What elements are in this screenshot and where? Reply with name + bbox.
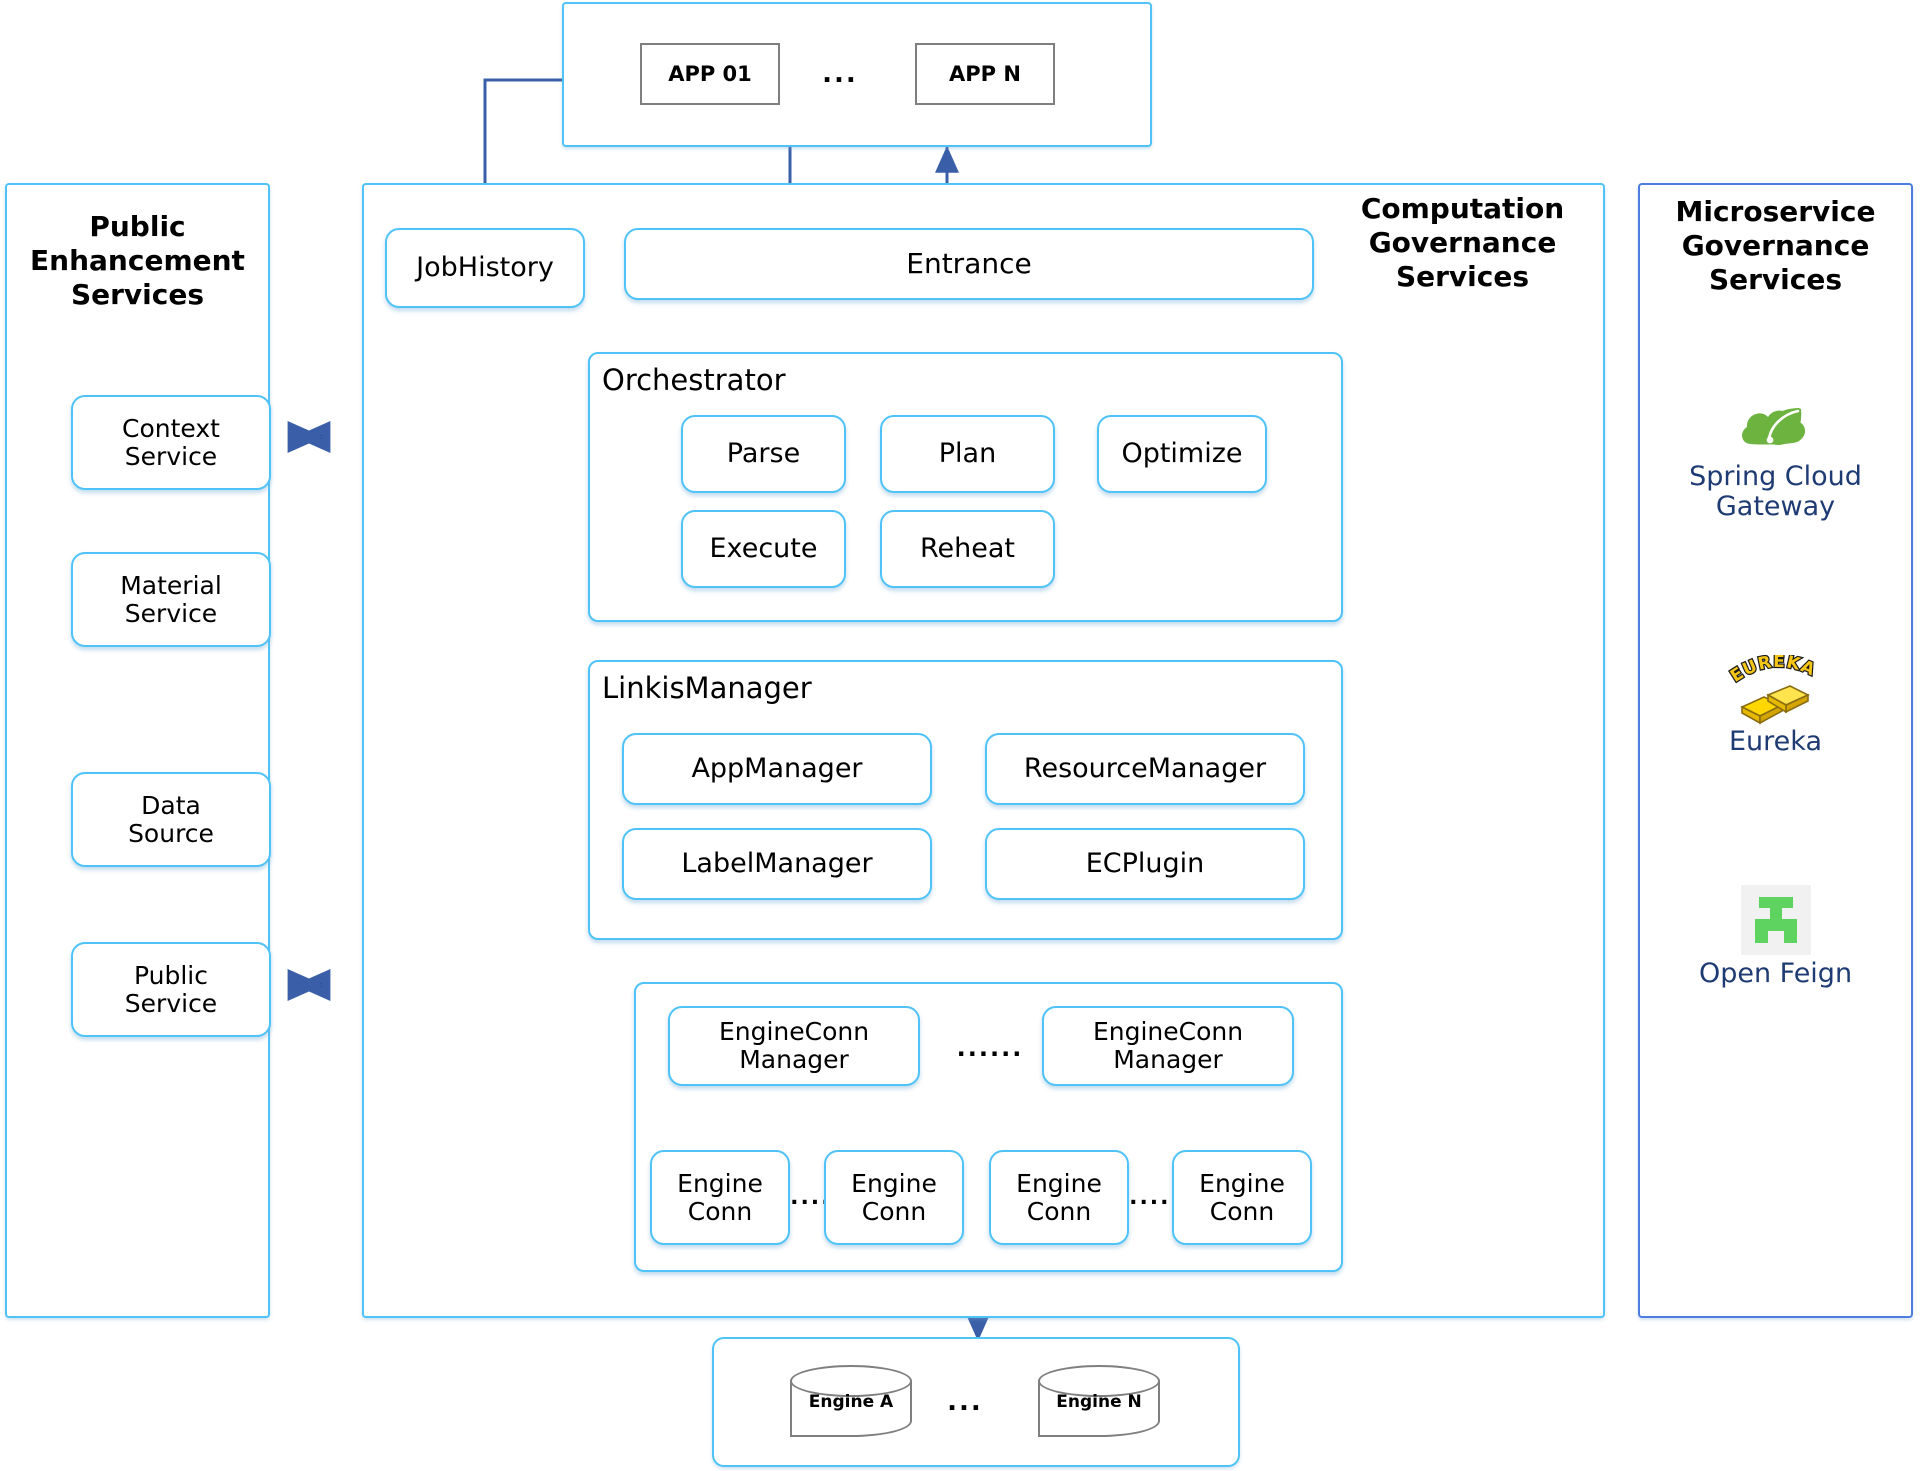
orchestrator-stage-optimize[interactable]: Optimize — [1097, 415, 1267, 493]
orchestrator-stage-parse[interactable]: Parse — [681, 415, 846, 493]
linkismanager-module-labelmanager[interactable]: LabelManager — [622, 828, 932, 900]
public-enhancement-services-title: Public Enhancement Services — [30, 210, 245, 312]
linkismanager-module-appmanager[interactable]: AppManager — [622, 733, 932, 805]
engine-a-label: Engine A — [808, 1392, 894, 1412]
service-box-material-service[interactable]: Material Service — [71, 552, 271, 647]
svg-text:EUREKA: EUREKA — [1726, 655, 1818, 687]
microservice-component-spring-cloud-gateway[interactable]: Spring Cloud Gateway — [1638, 400, 1913, 522]
linkismanager-module-resourcemanager[interactable]: ResourceManager — [985, 733, 1305, 805]
orchestrator-stage-execute[interactable]: Execute — [681, 510, 846, 588]
microservice-component-eureka[interactable]: EUREKA Eureka — [1638, 655, 1913, 757]
orchestrator-stage-reheat[interactable]: Reheat — [880, 510, 1055, 588]
app-box-n-label: APP N — [949, 62, 1021, 86]
public-enhancement-services-panel — [5, 183, 270, 1318]
engineconn-3[interactable]: Engine Conn — [989, 1150, 1129, 1245]
app-ellipsis: ... — [822, 59, 858, 89]
engineconn-manager-ellipsis: ...... — [956, 1034, 1024, 1062]
linkismanager-module-ecplugin[interactable]: ECPlugin — [985, 828, 1305, 900]
microservice-governance-services-panel — [1638, 183, 1913, 1318]
engine-n-cylinder-top — [1038, 1365, 1160, 1397]
engineconn-ellipsis-right: ..... — [1129, 1184, 1181, 1210]
engine-n-cylinder[interactable]: Engine N — [1038, 1365, 1160, 1437]
microservice-component-open-feign[interactable]: Open Feign — [1638, 885, 1913, 989]
orchestrator-label: Orchestrator — [602, 363, 786, 397]
entrance-box[interactable]: Entrance — [624, 228, 1314, 300]
engine-a-cylinder[interactable]: Engine A — [790, 1365, 912, 1437]
open-feign-icon — [1638, 885, 1913, 955]
engineconn-2[interactable]: Engine Conn — [824, 1150, 964, 1245]
computation-governance-services-title: Computation Governance Services — [1360, 192, 1565, 294]
service-box-data-source[interactable]: Data Source — [71, 772, 271, 867]
app-box-n[interactable]: APP N — [915, 43, 1055, 105]
engine-a-cylinder-top — [790, 1365, 912, 1397]
app-box-01[interactable]: APP 01 — [640, 43, 780, 105]
engineconn-manager-1[interactable]: EngineConn Manager — [668, 1006, 920, 1086]
spring-cloud-icon — [1638, 400, 1913, 458]
eureka-label: Eureka — [1729, 726, 1822, 757]
engineconn-manager-2[interactable]: EngineConn Manager — [1042, 1006, 1294, 1086]
engine-n-label: Engine N — [1056, 1392, 1142, 1412]
app-box-01-label: APP 01 — [668, 62, 752, 86]
open-feign-label: Open Feign — [1698, 958, 1853, 989]
engineconn-4[interactable]: Engine Conn — [1172, 1150, 1312, 1245]
service-box-public-service[interactable]: Public Service — [71, 942, 271, 1037]
linkismanager-label: LinkisManager — [602, 671, 812, 705]
engines-ellipsis: ... — [947, 1387, 983, 1417]
jobhistory-box[interactable]: JobHistory — [385, 228, 585, 308]
microservice-governance-services-title: Microservice Governance Services — [1675, 195, 1876, 297]
spring-cloud-gateway-label: Spring Cloud Gateway — [1689, 461, 1862, 523]
eureka-icon: EUREKA — [1638, 655, 1913, 725]
engineconn-1[interactable]: Engine Conn — [650, 1150, 790, 1245]
service-box-context-service[interactable]: Context Service — [71, 395, 271, 490]
orchestrator-stage-plan[interactable]: Plan — [880, 415, 1055, 493]
